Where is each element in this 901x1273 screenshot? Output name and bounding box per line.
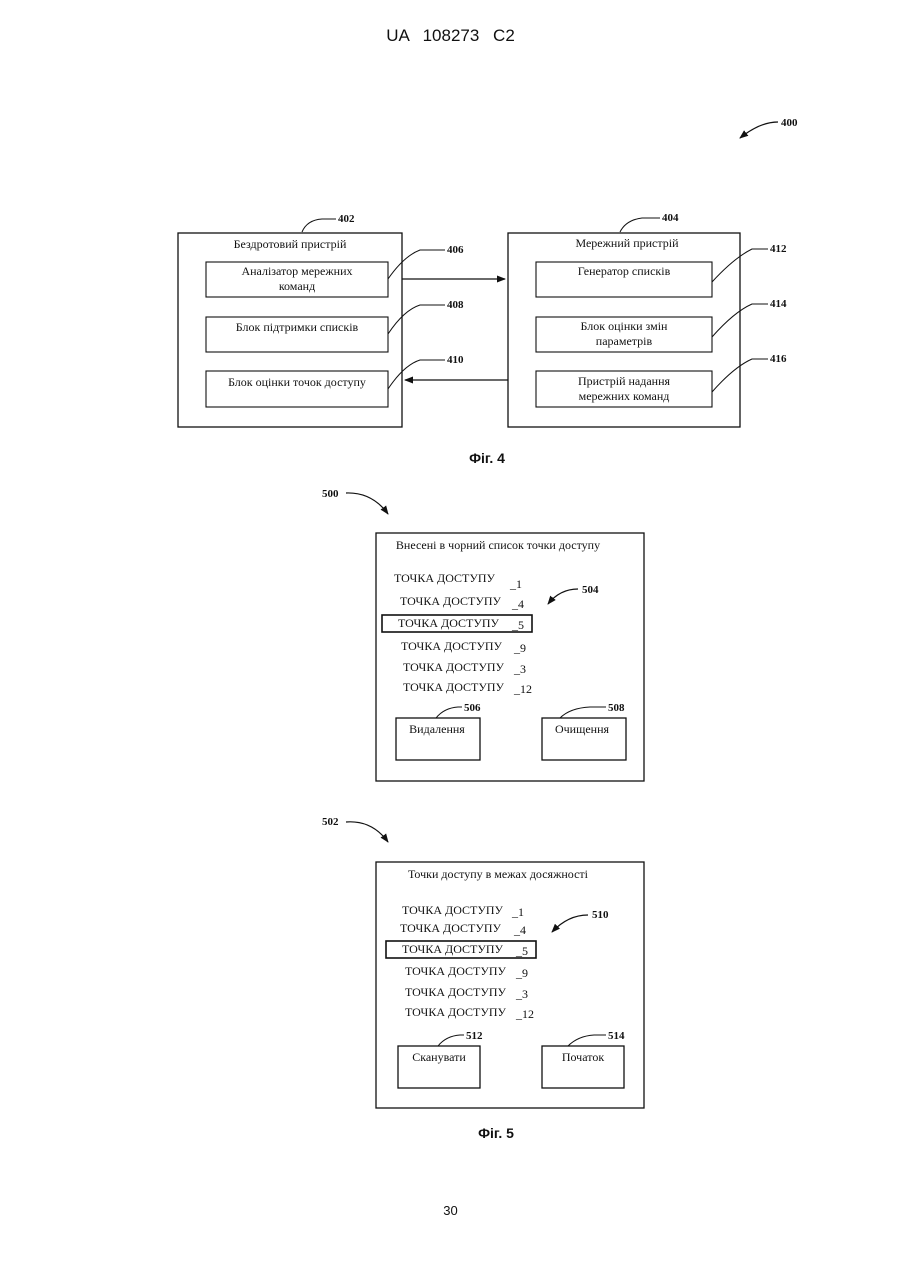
ref-514: 514	[608, 1030, 625, 1042]
figure-5-in-range-panel: 502 Точки доступу в межах досяжності ТОЧ…	[322, 816, 644, 1141]
blacklist-item-2-label: ТОЧКА ДОСТУПУ	[400, 594, 502, 608]
page-number: 30	[0, 1203, 901, 1218]
ref-508: 508	[608, 702, 625, 714]
ref-404: 404	[662, 212, 679, 224]
blacklist-item-6-num: _12	[513, 682, 532, 696]
scan-button[interactable]: Сканувати	[398, 1046, 480, 1088]
clear-button-label: Очищення	[555, 722, 610, 736]
ref-504: 504	[582, 584, 599, 596]
start-button-label: Початок	[562, 1050, 604, 1064]
blacklist-item-4-label: ТОЧКА ДОСТУПУ	[401, 639, 503, 653]
blacklist-item-3-num: _5	[511, 618, 524, 632]
start-button[interactable]: Початок	[542, 1046, 624, 1088]
ref-406: 406	[447, 244, 464, 256]
clear-button[interactable]: Очищення	[542, 718, 626, 760]
blacklist-item-5-label: ТОЧКА ДОСТУПУ	[403, 660, 505, 674]
list-generator-label: Генератор списків	[578, 264, 671, 278]
ref-510: 510	[592, 909, 609, 921]
blacklist-item-4-num: _9	[513, 641, 526, 655]
in-range-item-2-num: _4	[513, 923, 526, 937]
ref-512: 512	[466, 1030, 483, 1042]
analyzer-line-2: команд	[279, 279, 315, 293]
command-provider-line-1: Пристрій надання	[578, 374, 671, 388]
figure-5-blacklist-panel: 500 Внесені в чорний список точки доступ…	[322, 488, 644, 781]
in-range-item-6-num: _12	[515, 1007, 534, 1021]
ref-502: 502	[322, 816, 339, 828]
ref-410: 410	[447, 354, 464, 366]
scan-button-label: Сканувати	[412, 1050, 466, 1064]
network-device-title: Мережний пристрій	[575, 236, 679, 250]
in-range-item-3-num: _5	[515, 944, 528, 958]
command-provider-line-2: мережних команд	[579, 389, 670, 403]
in-range-title: Точки доступу в межах досяжності	[408, 867, 589, 881]
ref-414: 414	[770, 298, 787, 310]
blacklist-item-3-label: ТОЧКА ДОСТУПУ	[398, 616, 500, 630]
blacklist-item-1-num: _1	[509, 577, 522, 591]
figure-4-caption: Фіг. 4	[469, 450, 505, 466]
blacklist-item-6-label: ТОЧКА ДОСТУПУ	[403, 680, 505, 694]
blacklist-title: Внесені в чорний список точки доступу	[396, 538, 600, 552]
parameter-change-line-1: Блок оцінки змін	[581, 319, 668, 333]
figure-4: 400 402 Бездротовий пристрій Аналізатор …	[178, 117, 798, 466]
blacklist-item-2-num: _4	[511, 597, 524, 611]
access-point-evaluation-label: Блок оцінки точок доступу	[228, 375, 366, 389]
blacklist-item-1-label: ТОЧКА ДОСТУПУ	[394, 571, 496, 585]
blacklist-item-5-num: _3	[513, 662, 526, 676]
network-device-block: 404 Мережний пристрій Генератор списків …	[508, 212, 787, 427]
ref-402: 402	[338, 213, 355, 225]
analyzer-line-1: Аналізатор мережних	[241, 264, 352, 278]
wireless-device-block: 402 Бездротовий пристрій Аналізатор мере…	[178, 213, 464, 427]
ref-408: 408	[447, 299, 464, 311]
wireless-device-title: Бездротовий пристрій	[234, 237, 347, 251]
delete-button-label: Видалення	[409, 722, 465, 736]
in-range-item-4-label: ТОЧКА ДОСТУПУ	[405, 964, 507, 978]
in-range-item-1-label: ТОЧКА ДОСТУПУ	[402, 903, 504, 917]
in-range-item-5-label: ТОЧКА ДОСТУПУ	[405, 985, 507, 999]
ref-412: 412	[770, 243, 787, 255]
ref-400: 400	[781, 117, 798, 129]
in-range-item-1-num: _1	[511, 905, 524, 919]
parameter-change-line-2: параметрів	[596, 334, 653, 348]
in-range-item-3-label: ТОЧКА ДОСТУПУ	[402, 942, 504, 956]
in-range-item-2-label: ТОЧКА ДОСТУПУ	[400, 921, 502, 935]
figure-5-caption: Фіг. 5	[478, 1125, 514, 1141]
ref-500: 500	[322, 488, 339, 500]
in-range-item-5-num: _3	[515, 987, 528, 1001]
list-support-label: Блок підтримки списків	[236, 320, 359, 334]
delete-button[interactable]: Видалення	[396, 718, 480, 760]
in-range-item-4-num: _9	[515, 966, 528, 980]
ref-506: 506	[464, 702, 481, 714]
ref-416: 416	[770, 353, 787, 365]
in-range-item-6-label: ТОЧКА ДОСТУПУ	[405, 1005, 507, 1019]
